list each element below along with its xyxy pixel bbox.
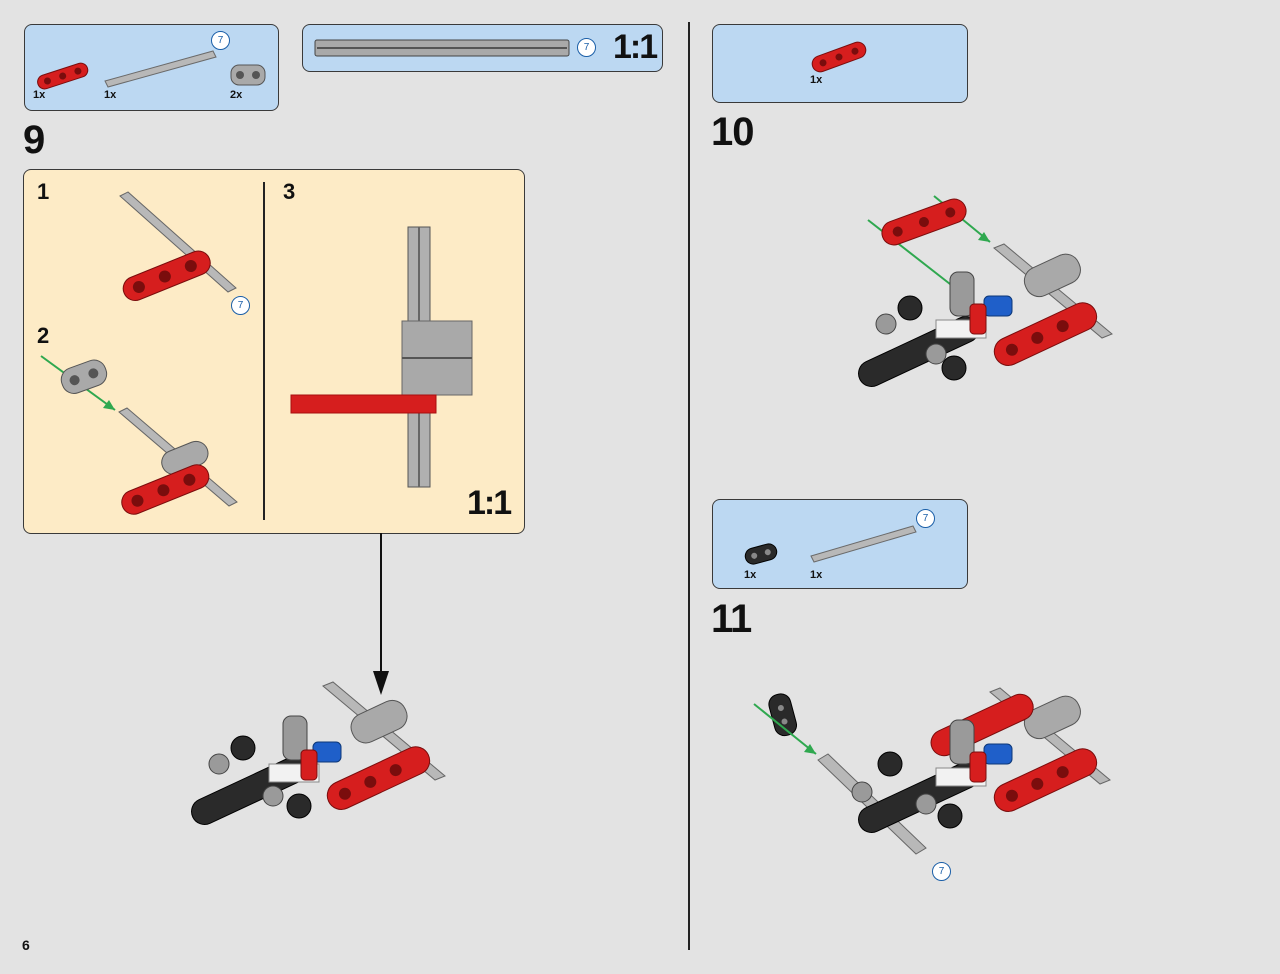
subassembly-drop-arrow-icon: [373, 533, 389, 695]
substep-3-scale: 1:1: [467, 484, 512, 522]
page-divider: [688, 22, 690, 950]
step11-axle-length-icon: 7: [932, 862, 951, 881]
step9-parts-box: 1x 7 1x 2x: [24, 24, 279, 111]
step9-number: 9: [23, 118, 45, 162]
page-number: 6: [22, 937, 30, 953]
axle-reference-bar-icon: [314, 39, 570, 57]
grey-axle-part-icon: [104, 50, 217, 88]
axle-reference-length-icon: 7: [577, 38, 596, 57]
step9-subassembly-panel: 1 7 2 3 1:1: [23, 169, 525, 534]
step11-number: 11: [711, 597, 752, 641]
axle-length-callout-icon: 7: [211, 31, 230, 50]
step10-number: 10: [711, 110, 754, 154]
step10-model-illustration: [858, 195, 1113, 387]
black-connector-qty: 1x: [744, 569, 757, 581]
step11-parts-box: 1x 7 1x: [712, 499, 968, 589]
red-beam-qty: 1x: [810, 74, 823, 86]
axle-length-callout-icon: 7: [916, 509, 935, 528]
substep-1-length-icon: 7: [231, 296, 250, 315]
red-beam-qty: 1x: [33, 89, 46, 101]
grey-connector-qty: 2x: [230, 89, 243, 101]
substep-3-number: 3: [283, 179, 296, 204]
substep-1-illustration: [119, 191, 237, 301]
substep-2-number: 2: [37, 323, 50, 348]
grey-connector-part-icon: [230, 64, 266, 86]
grey-axle-part-icon: [810, 525, 917, 563]
substep-1-number: 1: [37, 179, 50, 204]
substep-3-illustration: [290, 226, 473, 488]
red-beam-part-icon: [37, 62, 89, 90]
axle-reference-box: 7 1:1: [302, 24, 663, 72]
grey-axle-qty: 1x: [810, 569, 823, 581]
red-beam-part-icon: [811, 41, 867, 73]
axle-reference-scale: 1:1: [613, 28, 658, 66]
black-connector-part-icon: [744, 543, 778, 565]
step10-parts-box: 1x: [712, 24, 968, 103]
step11-model-illustration: [753, 687, 1111, 855]
subassembly-divider: [263, 182, 265, 520]
grey-axle-qty: 1x: [104, 89, 117, 101]
substep-2-illustration: [40, 355, 238, 515]
step9-model-illustration: [191, 681, 446, 825]
